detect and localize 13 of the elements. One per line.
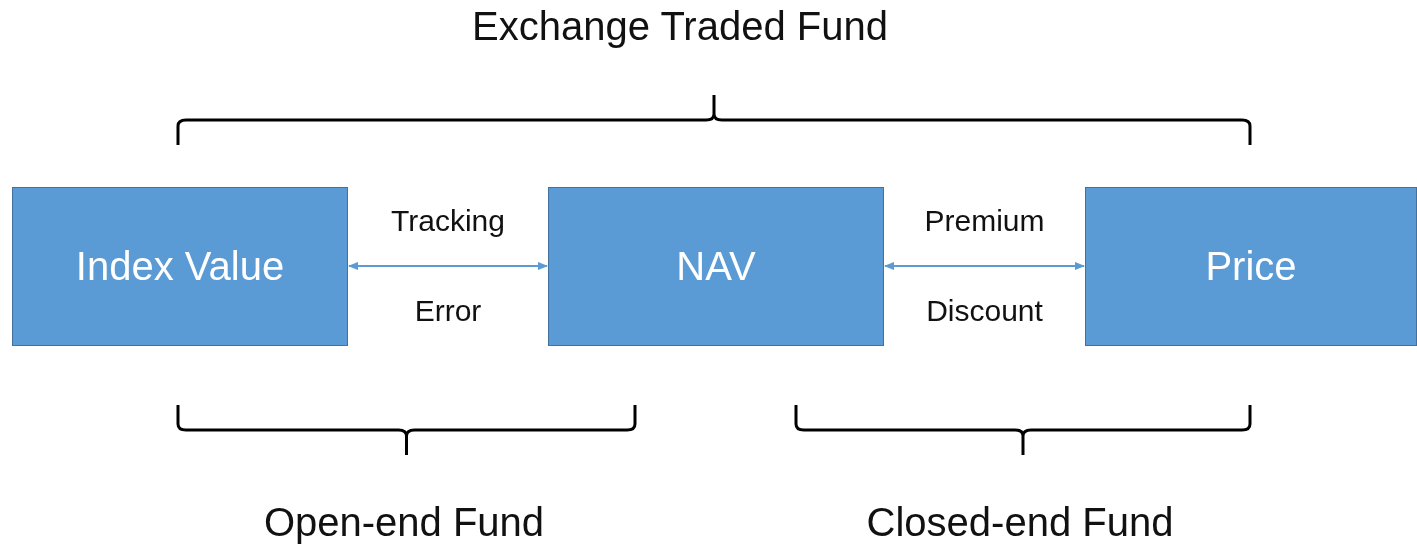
process-box: [1085, 187, 1417, 346]
double-arrow: [348, 262, 548, 270]
process-box: [12, 187, 348, 346]
node-label: Price: [1205, 244, 1297, 289]
brace-caption: Closed-end Fund: [866, 500, 1174, 545]
brace-caption: Open-end Fund: [263, 500, 545, 545]
node-label: NAV: [676, 244, 756, 289]
edge-label: Tracking Error: [390, 203, 506, 329]
edge-label: Premium Discount: [923, 203, 1046, 329]
brace-caption: Exchange Traded Fund: [472, 4, 888, 49]
node-label: Index Value: [75, 244, 285, 289]
double-arrow: [884, 262, 1085, 270]
process-box: [548, 187, 884, 346]
